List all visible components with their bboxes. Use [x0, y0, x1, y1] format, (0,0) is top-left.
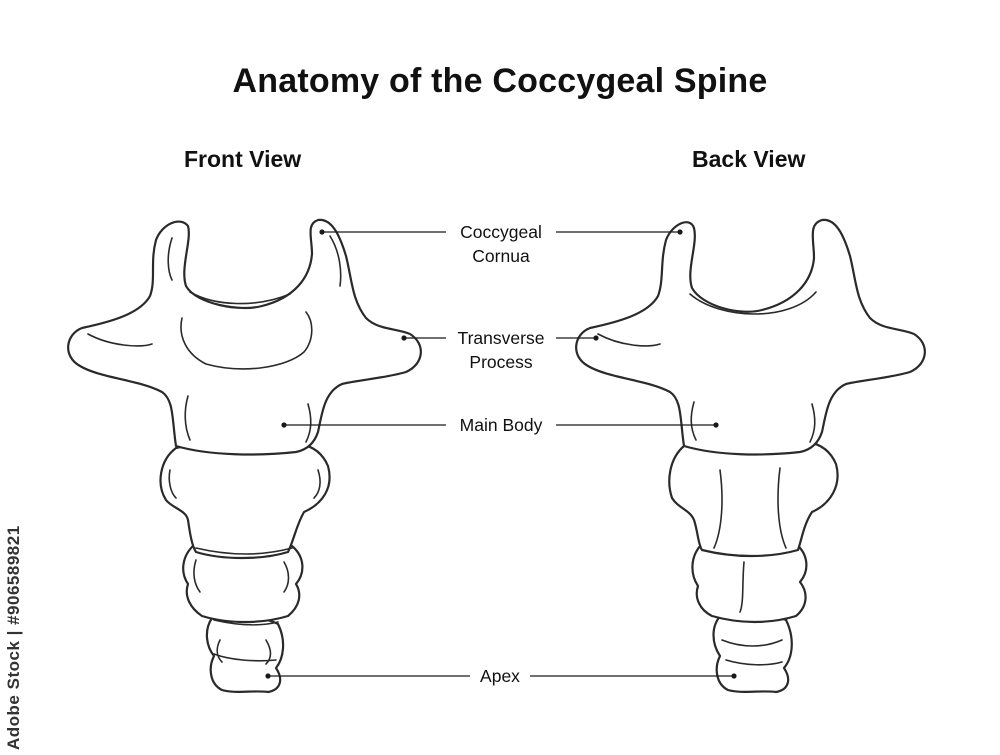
- point-body-right: [713, 422, 719, 428]
- leader-lines: [265, 229, 737, 679]
- point-body-left: [281, 422, 287, 428]
- label-cornua-line2: Cornua: [472, 246, 530, 266]
- label-main-body: Main Body: [448, 413, 554, 437]
- label-transverse-line2: Process: [469, 352, 533, 372]
- point-apex-left: [265, 673, 271, 679]
- back-segment-4: [712, 610, 793, 694]
- label-cornua-line1: Coccygeal: [460, 222, 542, 242]
- label-transverse-line1: Transverse: [457, 328, 545, 348]
- label-apex: Apex: [472, 664, 528, 688]
- back-main-body: [575, 218, 926, 456]
- front-segment-4: [205, 614, 285, 694]
- back-segment-2: [668, 438, 839, 558]
- stock-watermark: Adobe Stock | #906589821: [4, 525, 23, 750]
- point-transverse-right: [593, 335, 599, 341]
- front-main-body: [67, 218, 422, 456]
- point-transverse-left: [401, 335, 407, 341]
- point-apex-right: [731, 673, 737, 679]
- point-cornua-left: [319, 229, 325, 235]
- label-transverse-process: Transverse Process: [448, 326, 554, 374]
- back-view-title: Back View: [692, 146, 806, 172]
- label-coccygeal-cornua: Coccygeal Cornua: [448, 220, 554, 268]
- front-segment-2: [159, 440, 331, 560]
- front-coccyx: [67, 218, 422, 694]
- point-cornua-right: [677, 229, 683, 235]
- page-title: Anatomy of the Coccygeal Spine: [232, 62, 768, 100]
- back-coccyx: [575, 218, 926, 694]
- front-view-title: Front View: [184, 146, 302, 172]
